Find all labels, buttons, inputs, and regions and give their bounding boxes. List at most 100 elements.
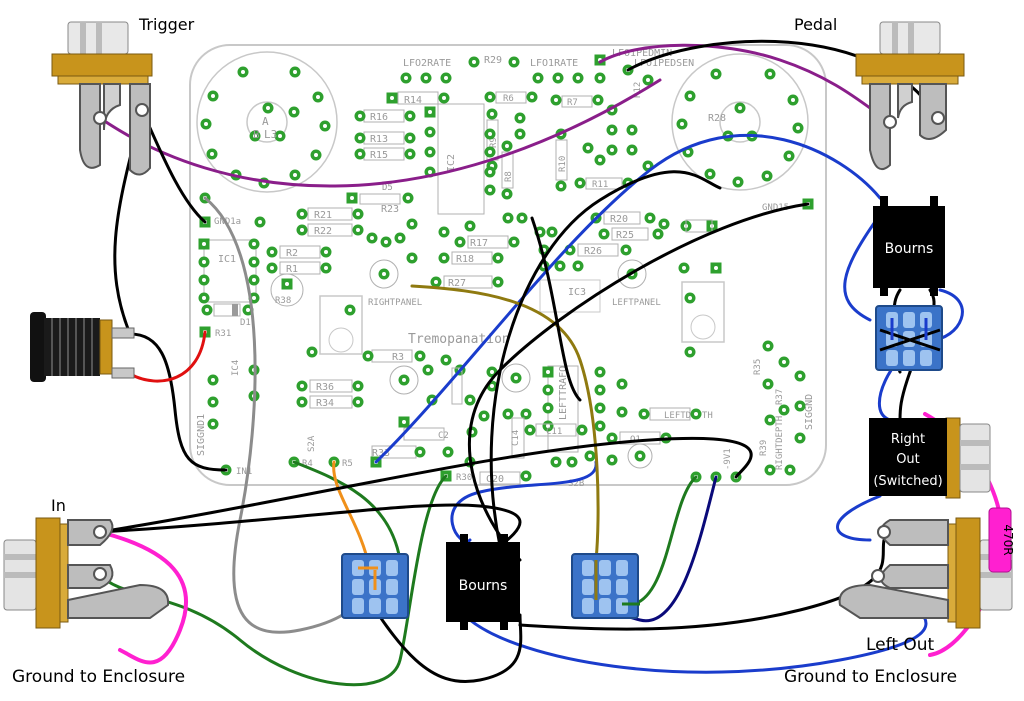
relay-center-label: Bourns bbox=[459, 578, 508, 594]
silk-ic4: LEFTTRAFO bbox=[558, 366, 569, 420]
ground-to-enclosure-right: Ground to Enclosure bbox=[784, 667, 957, 687]
silk-r15: R15 bbox=[370, 150, 388, 161]
silk-d5: D5 bbox=[382, 183, 393, 193]
silk-r27: R27 bbox=[448, 278, 466, 289]
silk-lfo1rate: LFO1RATE bbox=[530, 58, 578, 69]
silk-C: B bbox=[253, 128, 260, 141]
silk-righttrafo: S2A bbox=[307, 435, 317, 452]
pedal-jack bbox=[855, 21, 965, 170]
silk-r29: R29 bbox=[484, 55, 502, 66]
silk-r12: R12 bbox=[633, 82, 643, 98]
right-out-jack bbox=[945, 417, 991, 499]
silk-r34: R34 bbox=[316, 398, 334, 409]
silk-r17: R17 bbox=[470, 238, 488, 249]
ground-to-enclosure-left: Ground to Enclosure bbox=[12, 667, 185, 687]
silk-c17: LEFTDEPTH bbox=[664, 411, 713, 421]
board-title: Tremopanation bbox=[408, 332, 510, 347]
trigger-label: Trigger bbox=[138, 15, 195, 34]
silk-leftdepth: SIGGND bbox=[804, 394, 815, 430]
silk-d1: D1 bbox=[240, 318, 251, 328]
silk-r21: R21 bbox=[314, 210, 332, 221]
silk-in1: R30 bbox=[456, 473, 472, 483]
trigger-jack bbox=[51, 21, 153, 176]
dpdt-switch-right bbox=[571, 553, 640, 619]
pedal-label: Pedal bbox=[794, 15, 837, 34]
middle-components: R21 R22 R2 R1 R23 R17 R18 R27 R bbox=[198, 183, 814, 358]
silk-r6: R6 bbox=[503, 94, 514, 104]
silk-ic1: IC1 bbox=[218, 254, 236, 265]
silk-r25: R25 bbox=[616, 230, 634, 241]
relay-center: Bourns bbox=[446, 534, 520, 630]
dc-power-jack bbox=[30, 312, 135, 382]
silk-lfo1pedsen: LFO1PEDSEN bbox=[634, 58, 694, 69]
silk-r8: R8 bbox=[504, 171, 514, 182]
right-out-label-1: Right bbox=[891, 432, 925, 447]
silk-lfo2rate: LFO2RATE bbox=[403, 58, 451, 69]
left-out-label: Left Out bbox=[866, 635, 935, 655]
silk-A: L3 bbox=[264, 128, 277, 141]
relay-top-right: Bourns bbox=[873, 196, 945, 296]
input-jack bbox=[3, 517, 170, 629]
dpdt-switch-left bbox=[341, 553, 409, 619]
silk-rightpanel: RIGHTPANEL bbox=[368, 298, 422, 308]
silk-B: A bbox=[262, 115, 269, 128]
left-out-jack bbox=[838, 517, 1013, 629]
relay-top-right-label: Bourns bbox=[885, 241, 934, 257]
silk-r14: R14 bbox=[404, 95, 422, 106]
upper-components: LFO2RATE R29 LFO1RATE LFO1PEDMIN LFO1PED… bbox=[354, 48, 694, 215]
silk-rightdepth: SIGGND1 bbox=[196, 414, 207, 456]
silk-r3: R3 bbox=[392, 352, 404, 363]
silk-s2a: R4 bbox=[302, 459, 313, 469]
silk-siggnd: -9V1 bbox=[723, 448, 733, 470]
silk-c14: C2 bbox=[438, 431, 449, 441]
silk-r26: R26 bbox=[584, 246, 602, 257]
right-out-label-2: Out bbox=[896, 452, 920, 467]
vactrol-left bbox=[681, 281, 725, 358]
silk-gnd1a: GND1a bbox=[214, 217, 241, 227]
dpdt-switch-top-right bbox=[875, 305, 943, 371]
silk-c20: IC4 bbox=[231, 360, 241, 376]
silk-c19: RIGHTDEPTH bbox=[775, 416, 785, 470]
silk-r36: R36 bbox=[316, 382, 334, 393]
silk-r30: C11 bbox=[546, 427, 562, 437]
silk-r22: R22 bbox=[314, 226, 332, 237]
rotary-switch-right: R28 bbox=[671, 53, 809, 191]
vactrol-right bbox=[306, 295, 363, 358]
silk-ic2: IC2 bbox=[446, 154, 457, 172]
right-out-label-3: (Switched) bbox=[873, 474, 942, 489]
pcb-board: A B L3 R28 LFO2RATE R29 LFO1RATE LFO1PED… bbox=[189, 44, 827, 489]
silk-c10: R10 bbox=[558, 156, 568, 172]
silk-r32: C14 bbox=[511, 430, 521, 446]
silk-r39: R39 bbox=[759, 440, 769, 456]
silk-c1: R38 bbox=[275, 296, 291, 306]
silk-r16: R16 bbox=[370, 112, 388, 123]
rotary-switch-left: A B L3 bbox=[196, 51, 338, 193]
resistor-label: 470R bbox=[1001, 524, 1015, 555]
silk-r11: R11 bbox=[592, 180, 608, 190]
silk-lefttrafo: S2B bbox=[568, 479, 584, 489]
silk-minus9v1: R31 bbox=[215, 329, 231, 339]
silk-lfo1pedmin: LFO1PEDMIN bbox=[612, 48, 672, 59]
silk-r41: R33 bbox=[372, 448, 390, 459]
in-label: In bbox=[51, 496, 66, 515]
silk-r23: R23 bbox=[381, 204, 399, 215]
resistor-470r: 470R bbox=[988, 507, 1015, 573]
silk-s2b: R5 bbox=[342, 459, 353, 469]
silk-siggnd1: IN1 bbox=[236, 467, 252, 477]
silk-r18: R18 bbox=[456, 254, 474, 265]
silk-r2: R2 bbox=[286, 248, 298, 259]
right-out-box: Right Out (Switched) bbox=[869, 418, 947, 496]
silk-r20: R20 bbox=[610, 214, 628, 225]
silk-R28: R28 bbox=[708, 113, 726, 124]
silk-gnd15: GND15 bbox=[762, 203, 789, 213]
silk-r13: R13 bbox=[370, 134, 388, 145]
silk-r7: R7 bbox=[567, 98, 578, 108]
silk-r37: R37 bbox=[775, 389, 785, 405]
silk-ic3: IC3 bbox=[568, 287, 586, 298]
silk-r33: C20 bbox=[486, 474, 504, 485]
silk-r1: R1 bbox=[286, 264, 298, 275]
silk-r9: R9 bbox=[489, 137, 499, 148]
silk-leftpanel: LEFTPANEL bbox=[612, 298, 661, 308]
lower-components: R3 R36 R34 LEFTTRAFO LEFTDEPTH bbox=[196, 340, 815, 489]
